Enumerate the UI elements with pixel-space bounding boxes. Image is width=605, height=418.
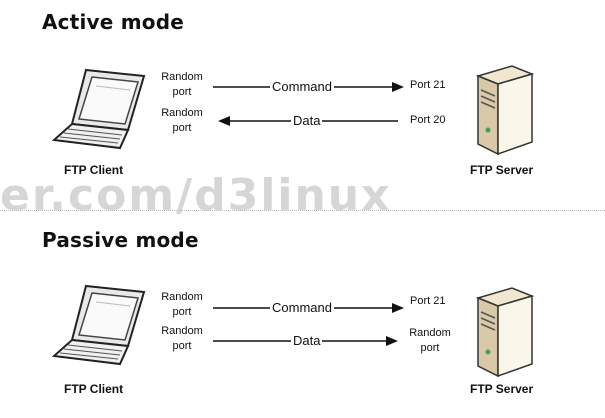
server-tower-icon <box>475 65 535 156</box>
row1-right-label: Port 21 <box>410 295 446 307</box>
active-mode-title: Active mode <box>42 10 184 34</box>
row2-right-label: Port 20 <box>410 114 446 126</box>
ftp-server-label: FTP Server <box>470 163 534 177</box>
command-arrowhead <box>392 303 404 313</box>
row1-right-label: Port 21 <box>410 79 446 91</box>
server-tower-icon <box>475 287 535 378</box>
ftp-server-label: FTP Server <box>470 382 534 396</box>
active-mode-section: Active mode FTP Client FTP Server Random… <box>0 0 605 200</box>
ftp-client-label: FTP Client <box>64 163 124 177</box>
data-label: Data <box>291 333 323 348</box>
command-arrowhead <box>392 82 404 92</box>
passive-mode-title: Passive mode <box>42 228 199 252</box>
watermark-text: er.com/d3linux <box>0 170 392 221</box>
ftp-client-label: FTP Client <box>64 382 124 396</box>
section-divider <box>0 210 605 211</box>
command-label: Command <box>270 300 334 315</box>
passive-mode-section: Passive mode FTP Client FTP Server Rando… <box>0 218 605 418</box>
data-label: Data <box>291 113 323 128</box>
data-arrowhead <box>218 116 230 126</box>
laptop-icon <box>52 284 146 366</box>
laptop-icon <box>52 68 146 150</box>
command-label: Command <box>270 79 334 94</box>
data-arrowhead <box>386 336 398 346</box>
